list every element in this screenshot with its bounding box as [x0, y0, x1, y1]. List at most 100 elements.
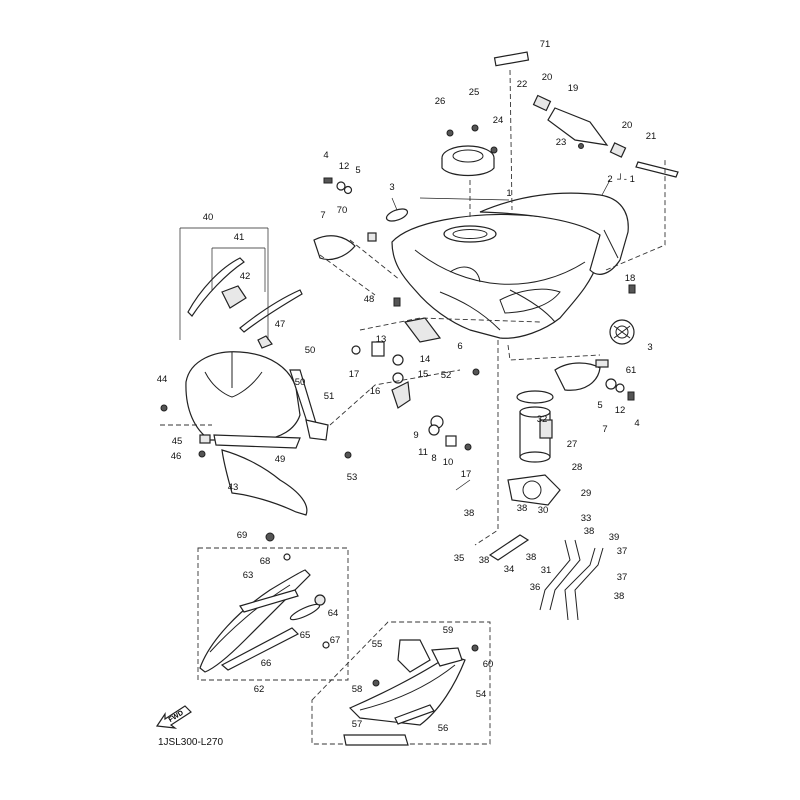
callout-46: 46	[171, 451, 182, 462]
callout-70: 70	[337, 205, 348, 216]
lower-cowl	[221, 449, 308, 516]
callout-20: 20	[542, 72, 553, 83]
callout-38: 38	[464, 508, 475, 519]
callout-53: 53	[347, 472, 358, 483]
callout-labels: 1233445567789101112121314151617171819202…	[157, 39, 657, 734]
assembly-lines	[160, 69, 666, 546]
drawing-code: 1JSL300-L270	[158, 737, 224, 748]
callout-57: 57	[352, 719, 363, 730]
callout-60: 60	[483, 659, 494, 670]
callout-48: 48	[364, 294, 375, 305]
callout-7: 7	[320, 210, 325, 221]
label-plate	[493, 51, 530, 67]
callout-69: 69	[237, 530, 248, 541]
leader-lines	[179, 179, 611, 491]
callout-50: 50	[295, 377, 306, 388]
callout-67: 67	[330, 635, 341, 646]
callout-28: 28	[572, 462, 583, 473]
callout-16: 16	[370, 386, 381, 397]
callout-35: 35	[454, 553, 465, 564]
callout-3: 3	[647, 342, 652, 353]
callout-2: 2	[607, 174, 612, 185]
seal-ring	[385, 208, 409, 222]
tank-rubber	[403, 317, 442, 343]
callout-54: 54	[476, 689, 487, 700]
callout-58: 58	[352, 684, 363, 695]
callout-20: 20	[622, 120, 633, 131]
callout-38: 38	[479, 555, 490, 566]
fasteners-center	[344, 284, 636, 459]
callout-40: 40	[203, 212, 214, 223]
side-panel-left	[313, 235, 356, 261]
callout-49: 49	[275, 454, 286, 465]
callout-6: 6	[457, 341, 462, 352]
callout-33: 33	[581, 513, 592, 524]
callout-9: 9	[413, 430, 418, 441]
cowl-inner-parts	[187, 257, 303, 349]
callout-34: 34	[504, 564, 515, 575]
callout-64: 64	[328, 608, 339, 619]
callout-51: 51	[324, 391, 335, 402]
side-panel-group-53	[311, 621, 491, 746]
callout-37: 37	[617, 546, 628, 557]
callout-8: 8	[431, 453, 436, 464]
callout-38: 38	[614, 591, 625, 602]
fuel-pump	[507, 390, 561, 506]
callout-55: 55	[372, 639, 383, 650]
callout-26: 26	[435, 96, 446, 107]
callout-5: 5	[355, 165, 360, 176]
fwd-arrow-icon: FWD	[155, 705, 192, 729]
front-cowling	[160, 351, 329, 458]
callout-42: 42	[240, 271, 251, 282]
callout-bracket-1: ┘- 1	[616, 173, 635, 185]
side-panel-group-62	[197, 532, 349, 681]
callout-37: 37	[617, 572, 628, 583]
callout-7: 7	[602, 424, 607, 435]
callout-29: 29	[581, 488, 592, 499]
callout-56: 56	[438, 723, 449, 734]
callout-31: 31	[541, 565, 552, 576]
callout-38: 38	[584, 526, 595, 537]
callout-4: 4	[634, 418, 639, 429]
callout-50: 50	[305, 345, 316, 356]
callout-12: 12	[615, 405, 626, 416]
callout-61: 61	[626, 365, 637, 376]
callout-62: 62	[254, 684, 265, 695]
callout-32: 32	[537, 414, 548, 425]
callout-19: 19	[568, 83, 579, 94]
callout-65: 65	[300, 630, 311, 641]
fuel-cap	[441, 124, 498, 177]
callout-47: 47	[275, 319, 286, 330]
callout-18: 18	[625, 273, 636, 284]
callout-41: 41	[234, 232, 245, 243]
callout-38: 38	[526, 552, 537, 563]
callout-1: 1	[506, 188, 511, 199]
tank-cap-right	[609, 319, 635, 345]
callout-24: 24	[493, 115, 504, 126]
side-panel-right	[554, 362, 601, 391]
fuel-hoses	[488, 534, 604, 621]
callout-43: 43	[228, 482, 239, 493]
callout-66: 66	[261, 658, 272, 669]
callout-71: 71	[540, 39, 551, 50]
callout-36: 36	[530, 582, 541, 593]
callout-10: 10	[443, 457, 454, 468]
callout-25: 25	[469, 87, 480, 98]
callout-4: 4	[323, 150, 328, 161]
callout-27: 27	[567, 439, 578, 450]
callout-44: 44	[157, 374, 168, 385]
callout-5: 5	[597, 400, 602, 411]
callout-13: 13	[376, 334, 387, 345]
bolt-set-left	[323, 177, 377, 242]
tank-cover	[479, 192, 629, 275]
fuel-tank	[391, 213, 601, 339]
callout-15: 15	[418, 369, 429, 380]
callout-63: 63	[243, 570, 254, 581]
callout-17: 17	[349, 369, 360, 380]
callout-21: 21	[646, 131, 657, 142]
callout-17: 17	[461, 469, 472, 480]
callout-14: 14	[420, 354, 431, 365]
callout-11: 11	[418, 447, 428, 458]
